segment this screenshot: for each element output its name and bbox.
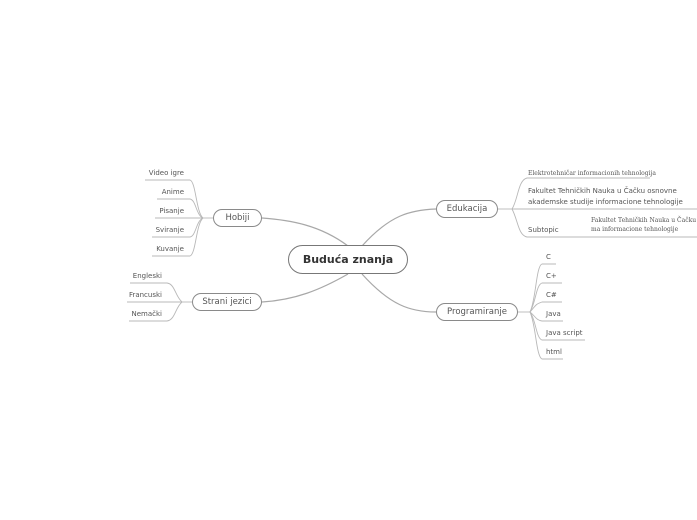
branch-strani-jezici[interactable]: Strani jezici	[192, 293, 262, 311]
leaf-elektrotehnicar[interactable]: Elektrotehničar informacionih tehnologij…	[528, 170, 656, 177]
leaf-c-sharp[interactable]: C#	[546, 291, 557, 299]
central-node[interactable]: Buduća znanja	[288, 245, 408, 274]
leaf-fakultet-osnovne[interactable]: Fakultet Tehničkih Nauka u Čačku osnovne…	[528, 187, 683, 206]
central-node-label: Buduća znanja	[302, 253, 394, 266]
leaf-fakultet-master[interactable]: Fakultet Tehničkih Nauka u Čačku ma info…	[591, 217, 697, 233]
branch-edukacija-label: Edukacija	[446, 204, 488, 214]
leaf-video-igre[interactable]: Video igre	[148, 169, 184, 177]
leaf-javascript[interactable]: Java script	[546, 329, 583, 337]
leaf-c-plus[interactable]: C+	[546, 272, 557, 280]
leaf-pisanje[interactable]: Pisanje	[159, 207, 184, 215]
leaf-sviranje[interactable]: Sviranje	[155, 226, 184, 234]
leaf-java[interactable]: Java	[546, 310, 561, 318]
branch-hobiji[interactable]: Hobiji	[213, 209, 262, 227]
branch-strani-jezici-label: Strani jezici	[202, 297, 252, 307]
branch-edukacija[interactable]: Edukacija	[436, 200, 498, 218]
leaf-kuvanje[interactable]: Kuvanje	[156, 245, 184, 253]
leaf-subtopic[interactable]: Subtopic	[528, 226, 559, 234]
leaf-nemacki[interactable]: Nemački	[131, 310, 163, 318]
leaf-c[interactable]: C	[546, 253, 551, 261]
leaf-francuski[interactable]: Francuski	[128, 291, 162, 299]
branch-hobiji-label: Hobiji	[225, 213, 250, 223]
leaf-anime[interactable]: Anime	[161, 188, 184, 196]
branch-programiranje[interactable]: Programiranje	[436, 303, 518, 321]
leaf-engleski[interactable]: Engleski	[132, 272, 162, 280]
branch-programiranje-label: Programiranje	[447, 307, 507, 317]
leaf-html[interactable]: html	[546, 348, 562, 356]
